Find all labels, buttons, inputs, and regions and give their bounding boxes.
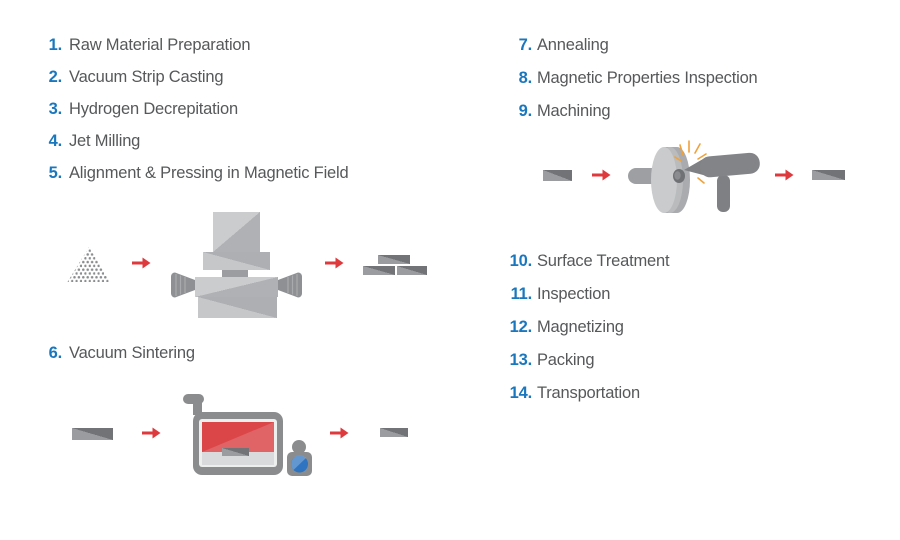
step-item-6: 6. Vacuum Sintering — [44, 343, 195, 363]
step-label: Machining — [537, 102, 611, 120]
step-item-13: 13. Packing — [506, 350, 595, 370]
step-number: 7. — [518, 36, 533, 54]
step-label: Magnetizing — [537, 318, 624, 336]
step-item-2: 2. Vacuum Strip Casting — [44, 67, 224, 87]
step-label: Jet Milling — [69, 132, 141, 150]
step-item-4: 4. Jet Milling — [44, 131, 141, 151]
arrow-right-icon — [330, 427, 349, 439]
step-number: 12. — [509, 318, 533, 336]
step-number: 8. — [518, 69, 533, 87]
step-label: Surface Treatment — [537, 252, 670, 270]
step-number: 11. — [510, 285, 533, 303]
furnace-icon — [183, 394, 283, 475]
step-item-3: 3. Hydrogen Decrepitation — [44, 99, 239, 119]
arrow-right-icon — [592, 169, 611, 181]
step-label: Transportation — [537, 384, 640, 402]
arrow-right-icon — [775, 169, 794, 181]
step-number: 13. — [509, 351, 533, 369]
arrow-right-icon — [132, 257, 151, 269]
magnet-blocks-icon — [363, 255, 427, 275]
sintered-block-icon — [380, 428, 408, 437]
magnet-block-icon — [812, 170, 845, 180]
step-label: Alignment & Pressing in Magnetic Field — [69, 164, 349, 182]
step-label: Packing — [537, 351, 595, 369]
step-label: Raw Material Preparation — [69, 36, 251, 54]
step-item-5: 5. Alignment & Pressing in Magnetic Fiel… — [44, 163, 349, 183]
step-number: 5. — [48, 164, 63, 182]
pressure-gauge-icon — [287, 440, 312, 476]
step-item-11: 11. Inspection — [506, 284, 611, 304]
step-label: Inspection — [537, 285, 611, 303]
sintering-illustration — [72, 394, 408, 476]
step-number: 4. — [48, 132, 63, 150]
step-number: 6. — [48, 344, 63, 362]
machining-illustration — [543, 140, 845, 213]
grinding-wheel-icon — [628, 147, 690, 213]
step-label: Vacuum Strip Casting — [69, 68, 224, 86]
arrow-right-icon — [142, 427, 161, 439]
step-number: 14. — [509, 384, 533, 402]
step-label: Vacuum Sintering — [69, 344, 195, 362]
step-number: 9. — [518, 102, 533, 120]
step-item-1: 1. Raw Material Preparation — [44, 35, 251, 55]
step-number: 1. — [48, 36, 63, 54]
pressing-illustration — [67, 212, 427, 318]
step-number: 10. — [509, 252, 533, 270]
powder-pile-icon — [67, 247, 111, 282]
step-item-8: 8. Magnetic Properties Inspection — [506, 68, 758, 88]
arrow-right-icon — [325, 257, 344, 269]
step-item-10: 10. Surface Treatment — [506, 251, 670, 271]
magnet-block-icon — [543, 170, 572, 181]
step-item-14: 14. Transportation — [506, 383, 641, 403]
cutting-tool-icon — [684, 152, 760, 212]
sparks-icon — [674, 140, 707, 184]
step-label: Magnetic Properties Inspection — [537, 69, 758, 87]
step-number: 3. — [48, 100, 63, 118]
press-machine-icon — [171, 212, 302, 318]
step-number: 2. — [48, 68, 63, 86]
step-item-9: 9. Machining — [506, 101, 611, 121]
step-item-12: 12. Magnetizing — [506, 317, 624, 337]
step-label: Hydrogen Decrepitation — [69, 100, 238, 118]
magnet-block-icon — [72, 428, 113, 440]
step-label: Annealing — [537, 36, 609, 54]
step-item-7: 7. Annealing — [506, 35, 609, 55]
